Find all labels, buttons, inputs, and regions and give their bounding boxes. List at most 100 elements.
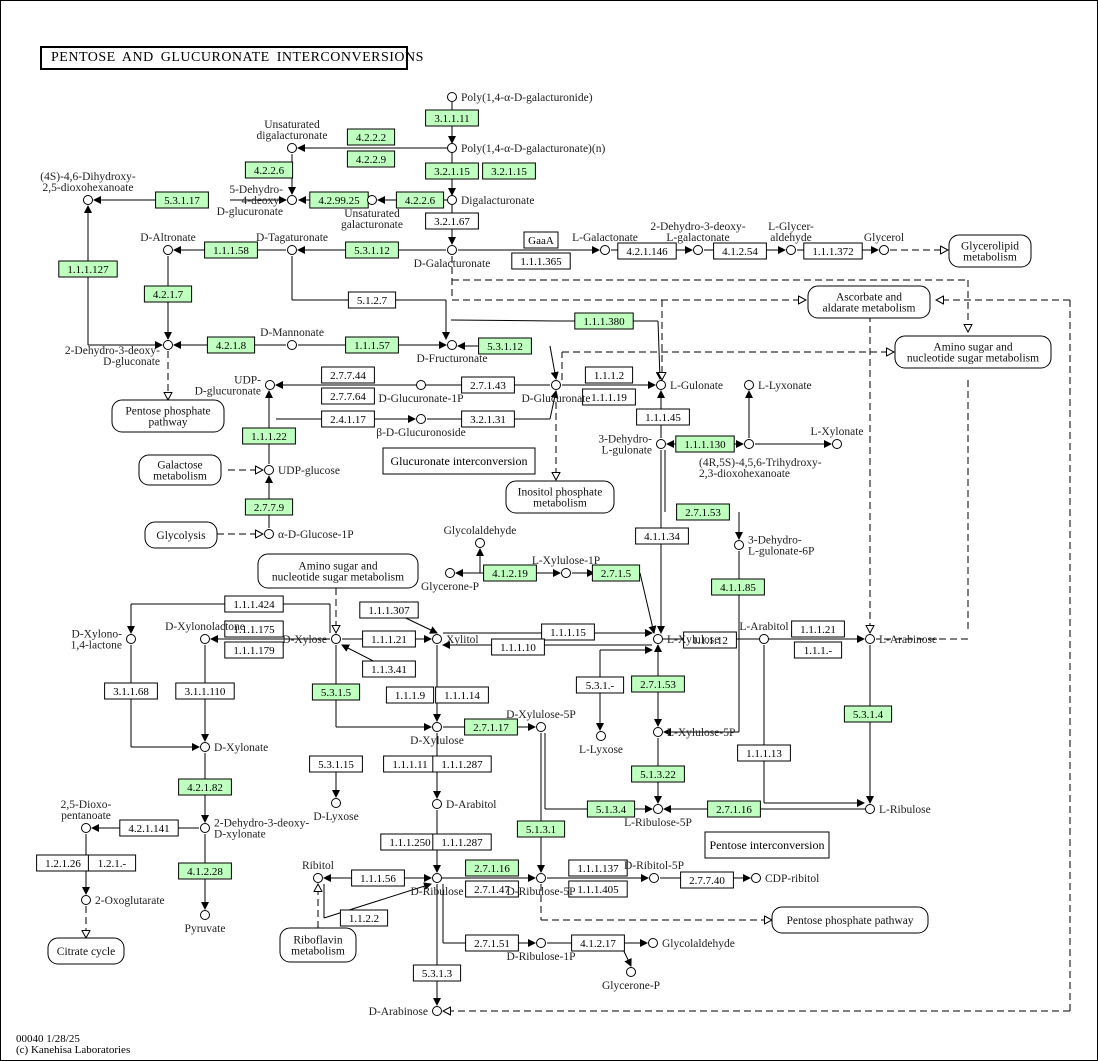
compound-pyruvate[interactable]: Pyruvate: [185, 910, 226, 936]
compound-circle-icon[interactable]: [751, 873, 761, 883]
enzyme-1-2-1-26[interactable]: 1.2.1.26: [36, 854, 90, 872]
compound-circle-icon[interactable]: [536, 873, 546, 883]
enzyme-5-3-1-5[interactable]: 5.3.1.5: [311, 683, 361, 701]
compound-circle-icon[interactable]: [313, 873, 323, 883]
enzyme-3-1-1-68[interactable]: 3.1.1.68: [104, 682, 158, 700]
compound-2-dehydro-3-deoxy-d-xylonate[interactable]: 2-Dehydro-3-deoxy-D-xylonate: [200, 818, 310, 841]
compound-circle-icon[interactable]: [879, 245, 889, 255]
enzyme-4-2-1-82[interactable]: 4.2.1.82: [178, 778, 232, 796]
compound-glycolaldehyde[interactable]: Glycolaldehyde: [444, 525, 517, 548]
enzyme-1-1-1-14[interactable]: 1.1.1.14: [435, 686, 489, 704]
compound-l-ribulose[interactable]: L-Ribulose: [865, 804, 931, 816]
compound-2-dehydro-3-deoxy-d-gluconate[interactable]: 2-Dehydro-3-deoxy-D-gluconate: [65, 340, 173, 369]
compound-circle-icon[interactable]: [734, 540, 744, 550]
compound-circle-icon[interactable]: [264, 529, 274, 539]
enzyme-5-1-3-22[interactable]: 5.1.3.22: [631, 765, 685, 783]
compound-glycerone-p[interactable]: Glycerone-P: [602, 967, 660, 993]
enzyme-1-1-1-9[interactable]: 1.1.1.9: [385, 686, 435, 704]
compound-d-xylono-1-4-lactone[interactable]: D-Xylono-1,4-lactone: [71, 629, 136, 652]
enzyme-4-2-2-9[interactable]: 4.2.2.9: [346, 150, 396, 168]
compound-circle-icon[interactable]: [653, 727, 663, 737]
enzyme-1-1-1-2[interactable]: 1.1.1.2: [584, 366, 634, 384]
enzyme-1-1-1-57[interactable]: 1.1.1.57: [345, 336, 399, 354]
enzyme-3-1-1-11[interactable]: 3.1.1.11: [425, 109, 479, 127]
enzyme-2-7-1-5[interactable]: 2.7.1.5: [591, 564, 641, 582]
enzyme-4-2-1-8[interactable]: 4.2.1.8: [206, 336, 256, 354]
enzyme-5-3-1-4[interactable]: 5.3.1.4: [843, 705, 893, 723]
compound-l-xylulose-1p[interactable]: L-Xylulose-1P: [532, 555, 600, 578]
enzyme-1-1-1-405[interactable]: 1.1.1.405: [568, 880, 628, 898]
enzyme-4-2-99-25[interactable]: 4.2.99.25: [309, 191, 369, 209]
compound-circle-icon[interactable]: [81, 895, 91, 905]
pathway-link-glycolysis[interactable]: Glycolysis: [144, 521, 218, 549]
enzyme-2-7-1-53[interactable]: 2.7.1.53: [631, 675, 685, 693]
compound-glycerol[interactable]: Glycerol: [864, 232, 904, 255]
compound-xylitol[interactable]: Xylitol: [432, 634, 479, 646]
compound-d-xylonate[interactable]: D-Xylonate: [200, 742, 269, 754]
compound-circle-icon[interactable]: [416, 414, 426, 424]
compound-d-tagaturonate[interactable]: D-Tagaturonate: [256, 232, 328, 255]
compound-d-glucuronoside[interactable]: β-D-Glucuronoside: [376, 414, 466, 440]
enzyme-2-7-7-40[interactable]: 2.7.7.40: [680, 871, 734, 889]
compound-l-xylulose-5p[interactable]: L-Xylulose-5P: [653, 727, 736, 739]
compound-l-arabinose[interactable]: L-Arabinose: [865, 634, 938, 646]
enzyme-4-2-1-146[interactable]: 4.2.1.146: [617, 242, 677, 260]
compound-circle-icon[interactable]: [626, 967, 636, 977]
compound-circle-icon[interactable]: [865, 634, 875, 644]
enzyme-2-7-1-16[interactable]: 2.7.1.16: [465, 859, 519, 877]
compound-circle-icon[interactable]: [432, 873, 442, 883]
compound-circle-icon[interactable]: [759, 634, 769, 644]
enzyme-1-1-1-45[interactable]: 1.1.1.45: [636, 408, 690, 426]
compound-circle-icon[interactable]: [331, 634, 341, 644]
compound-circle-icon[interactable]: [163, 340, 173, 350]
enzyme-5-3-1-17[interactable]: 5.3.1.17: [155, 191, 209, 209]
compound-l-arabitol[interactable]: L-Arabitol: [739, 621, 789, 644]
enzyme-1-1-1-58[interactable]: 1.1.1.58: [204, 241, 258, 259]
compound-circle-icon[interactable]: [832, 439, 842, 449]
enzyme-1-2-1[interactable]: 1.2.1.-: [87, 854, 137, 872]
enzyme-2-7-1-53[interactable]: 2.7.1.53: [676, 503, 730, 521]
compound-circle-icon[interactable]: [200, 823, 210, 833]
compound-circle-icon[interactable]: [648, 938, 658, 948]
compound-2-dehydro-3-deoxy-l-galactonate[interactable]: 2-Dehydro-3-deoxy-L-galactonate: [650, 221, 746, 255]
compound-circle-icon[interactable]: [331, 798, 341, 808]
enzyme-5-3-1-12[interactable]: 5.3.1.12: [345, 241, 399, 259]
enzyme-1-1-1-365[interactable]: 1.1.1.365: [511, 252, 571, 270]
compound-d-galacturonate[interactable]: D-Galacturonate: [414, 245, 491, 271]
compound-circle-icon[interactable]: [536, 722, 546, 732]
compound-d-ribulose[interactable]: D-Ribulose: [410, 873, 464, 899]
compound-d-glucose-1p[interactable]: α-D-Glucose-1P: [264, 529, 354, 541]
compound-circle-icon[interactable]: [287, 143, 297, 153]
compound-l-lyxonate[interactable]: L-Lyxonate: [744, 380, 812, 392]
compound-circle-icon[interactable]: [83, 195, 93, 205]
enzyme-4-1-2-19[interactable]: 4.1.2.19: [483, 564, 537, 582]
compound-d-ribulose-5p[interactable]: D-Ribulose-5P: [507, 873, 576, 899]
enzyme-1-1-1-250[interactable]: 1.1.1.250: [380, 833, 440, 851]
enzyme-1-1-1-137[interactable]: 1.1.1.137: [568, 859, 628, 877]
enzyme-5-3-1-15[interactable]: 5.3.1.15: [309, 755, 363, 773]
compound-circle-icon[interactable]: [561, 568, 571, 578]
enzyme-5-1-2-7[interactable]: 5.1.2.7: [347, 291, 397, 309]
enzyme-5-3-1[interactable]: 5.3.1.-: [575, 676, 625, 694]
compound-circle-icon[interactable]: [656, 439, 666, 449]
enzyme-1-1-3-41[interactable]: 1.1.3.41: [362, 660, 416, 678]
compound-4s-4-6-dihydroxy-2-5-dioxohexanoate[interactable]: (4S)-4,6-Dihydroxy-2,5-dioxohexanoate: [40, 171, 136, 205]
compound-d-glucuronate-1p[interactable]: D-Glucuronate-1P: [379, 380, 464, 406]
compound-circle-icon[interactable]: [200, 742, 210, 752]
compound-d-ribitol-5p[interactable]: D-Ribitol-5P: [624, 860, 684, 883]
compound-d-arabinose[interactable]: D-Arabinose: [369, 1006, 442, 1018]
compound-circle-icon[interactable]: [653, 634, 663, 644]
compound-udp-glucose[interactable]: UDP-glucose: [264, 465, 340, 477]
enzyme-5-3-1-12[interactable]: 5.3.1.12: [478, 337, 532, 355]
enzyme-1-1-1-287[interactable]: 1.1.1.287: [432, 833, 492, 851]
compound-3-dehydro-l-gulonate-6p[interactable]: 3-Dehydro-L-gulonate-6P: [734, 535, 815, 558]
compound-circle-icon[interactable]: [432, 799, 442, 809]
compound-d-fructuronate[interactable]: D-Fructuronate: [417, 340, 488, 366]
enzyme-1-1-1-380[interactable]: 1.1.1.380: [574, 312, 634, 330]
enzyme-2-7-7-9[interactable]: 2.7.7.9: [244, 498, 294, 516]
enzyme-1-1-1-175[interactable]: 1.1.1.175: [224, 620, 284, 638]
